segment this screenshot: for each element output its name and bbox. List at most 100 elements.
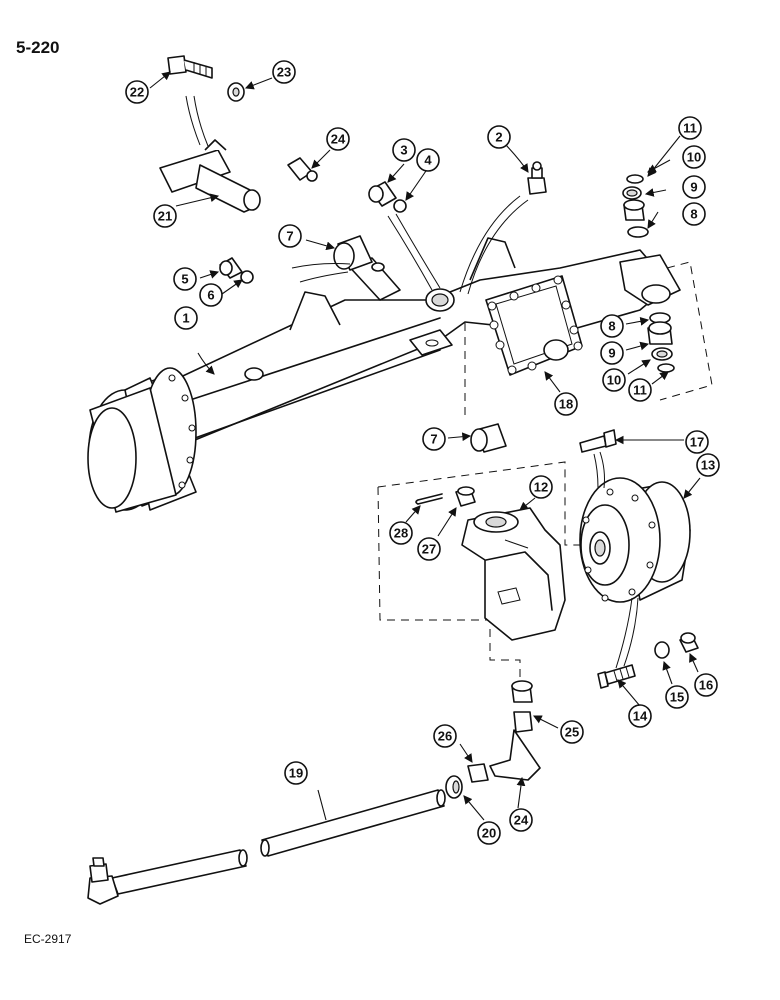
callout-label: 21: [158, 209, 172, 224]
callout-label: 8: [690, 207, 697, 222]
callout-label: 26: [438, 729, 452, 744]
bushing-5: [219, 257, 243, 279]
callout-26: 21: [153, 204, 177, 228]
callout-11-upper: 11: [678, 116, 702, 140]
callout-9-upper: 9: [682, 175, 706, 199]
callout-label: 14: [633, 709, 648, 724]
bearing-stack-upper: [622, 174, 649, 238]
ring-6: [240, 270, 254, 284]
callout-7-lower: 7: [422, 427, 446, 451]
callout-3: 3: [392, 138, 416, 162]
callout-label: 15: [670, 690, 684, 705]
washer-15: [654, 641, 670, 659]
callout-label: 24: [514, 813, 529, 828]
callout-label: 22: [130, 85, 144, 100]
bolt-17: [579, 429, 617, 453]
callout-24: 27: [417, 537, 441, 561]
callout-label: 23: [277, 65, 291, 80]
callout-label: 25: [565, 725, 579, 740]
callout-label: 19: [289, 766, 303, 781]
bushing-3: [368, 181, 397, 207]
callout-label: 7: [430, 432, 437, 447]
callout-2: 2: [487, 125, 511, 149]
wheel-stud-14: [597, 664, 636, 689]
nut-23: [467, 763, 489, 783]
callout-20: 20: [477, 821, 501, 845]
callout-6: 6: [199, 283, 223, 307]
callout-label: 2: [495, 130, 502, 145]
callout-1: 1: [174, 306, 198, 330]
callout-label: 3: [400, 143, 407, 158]
callout-label: 11: [633, 383, 647, 398]
callout-label: 27: [422, 542, 436, 557]
cotter-pin-25: [415, 493, 443, 505]
callout-label: 8: [608, 319, 615, 334]
bushing-7-lower: [470, 423, 507, 453]
differential-cover: [485, 275, 583, 376]
axle-beam: [169, 237, 681, 443]
callout-label: 4: [424, 153, 432, 168]
callout-label: 16: [699, 678, 713, 693]
callout-label: 7: [286, 229, 293, 244]
bearing-stack-lower: [647, 312, 675, 373]
callout-label: 9: [690, 180, 697, 195]
steering-knuckle: [461, 507, 566, 641]
callout-11-lower: 11: [628, 378, 652, 402]
bracket-pin: [159, 139, 261, 213]
washer-28-hole: [232, 87, 240, 97]
tie-rod-end: [87, 857, 119, 905]
callout-10-lower: 10: [602, 368, 626, 392]
callout-9-lower: 9: [600, 341, 624, 365]
left-hub-drum: [87, 367, 197, 513]
callout-5: 5: [173, 267, 197, 291]
callout-8-lower: 8: [600, 314, 624, 338]
callout-14: 14: [628, 704, 652, 728]
leader-lines: [149, 71, 701, 821]
callout-label: 13: [701, 458, 715, 473]
callout-label: 20: [482, 826, 496, 841]
callout-12: 12: [529, 475, 553, 499]
callout-label: 6: [207, 288, 214, 303]
nut-16: [679, 632, 699, 653]
callout-label: 11: [683, 121, 697, 136]
ball-joint-21: [489, 711, 541, 781]
callout-22: 25: [560, 720, 584, 744]
callout-7-upper: 7: [278, 224, 302, 248]
callout-16: 16: [694, 673, 718, 697]
callout-label: 1: [182, 311, 189, 326]
illustration-code: EC-2917: [24, 932, 72, 946]
callout-23: 26: [433, 724, 457, 748]
callout-13: 13: [696, 453, 720, 477]
callout-label: 18: [559, 397, 573, 412]
callout-27: 22: [125, 80, 149, 104]
bolt-27: [167, 55, 213, 79]
ring-4: [393, 199, 407, 213]
callout-19: 19: [284, 761, 308, 785]
callout-29: 24: [326, 127, 350, 151]
callout-28: 23: [272, 60, 296, 84]
callout-label: 10: [687, 150, 701, 165]
callout-label: 17: [690, 435, 704, 450]
grease-fitting-29: [287, 157, 318, 182]
callout-15: 15: [665, 685, 689, 709]
callout-18: 18: [554, 392, 578, 416]
callout-10-upper: 10: [682, 145, 706, 169]
callout-label: 28: [394, 526, 408, 541]
callout-label: 10: [607, 373, 621, 388]
nut-22: [511, 680, 533, 703]
callout-8-upper: 8: [682, 202, 706, 226]
wheel-hub: [579, 477, 691, 603]
callout-label: 9: [608, 346, 615, 361]
callout-label: 5: [181, 272, 188, 287]
bushing-7-upper: [333, 235, 373, 271]
callout-17: 17: [685, 430, 709, 454]
page-number: 5-220: [16, 38, 60, 57]
tie-rod: [111, 789, 446, 895]
castle-nut-24: [455, 486, 476, 507]
callout-21: 24: [509, 808, 533, 832]
callout-25: 28: [389, 521, 413, 545]
breather-2: [527, 161, 547, 195]
callout-label: 24: [331, 132, 346, 147]
callout-label: 12: [534, 480, 548, 495]
